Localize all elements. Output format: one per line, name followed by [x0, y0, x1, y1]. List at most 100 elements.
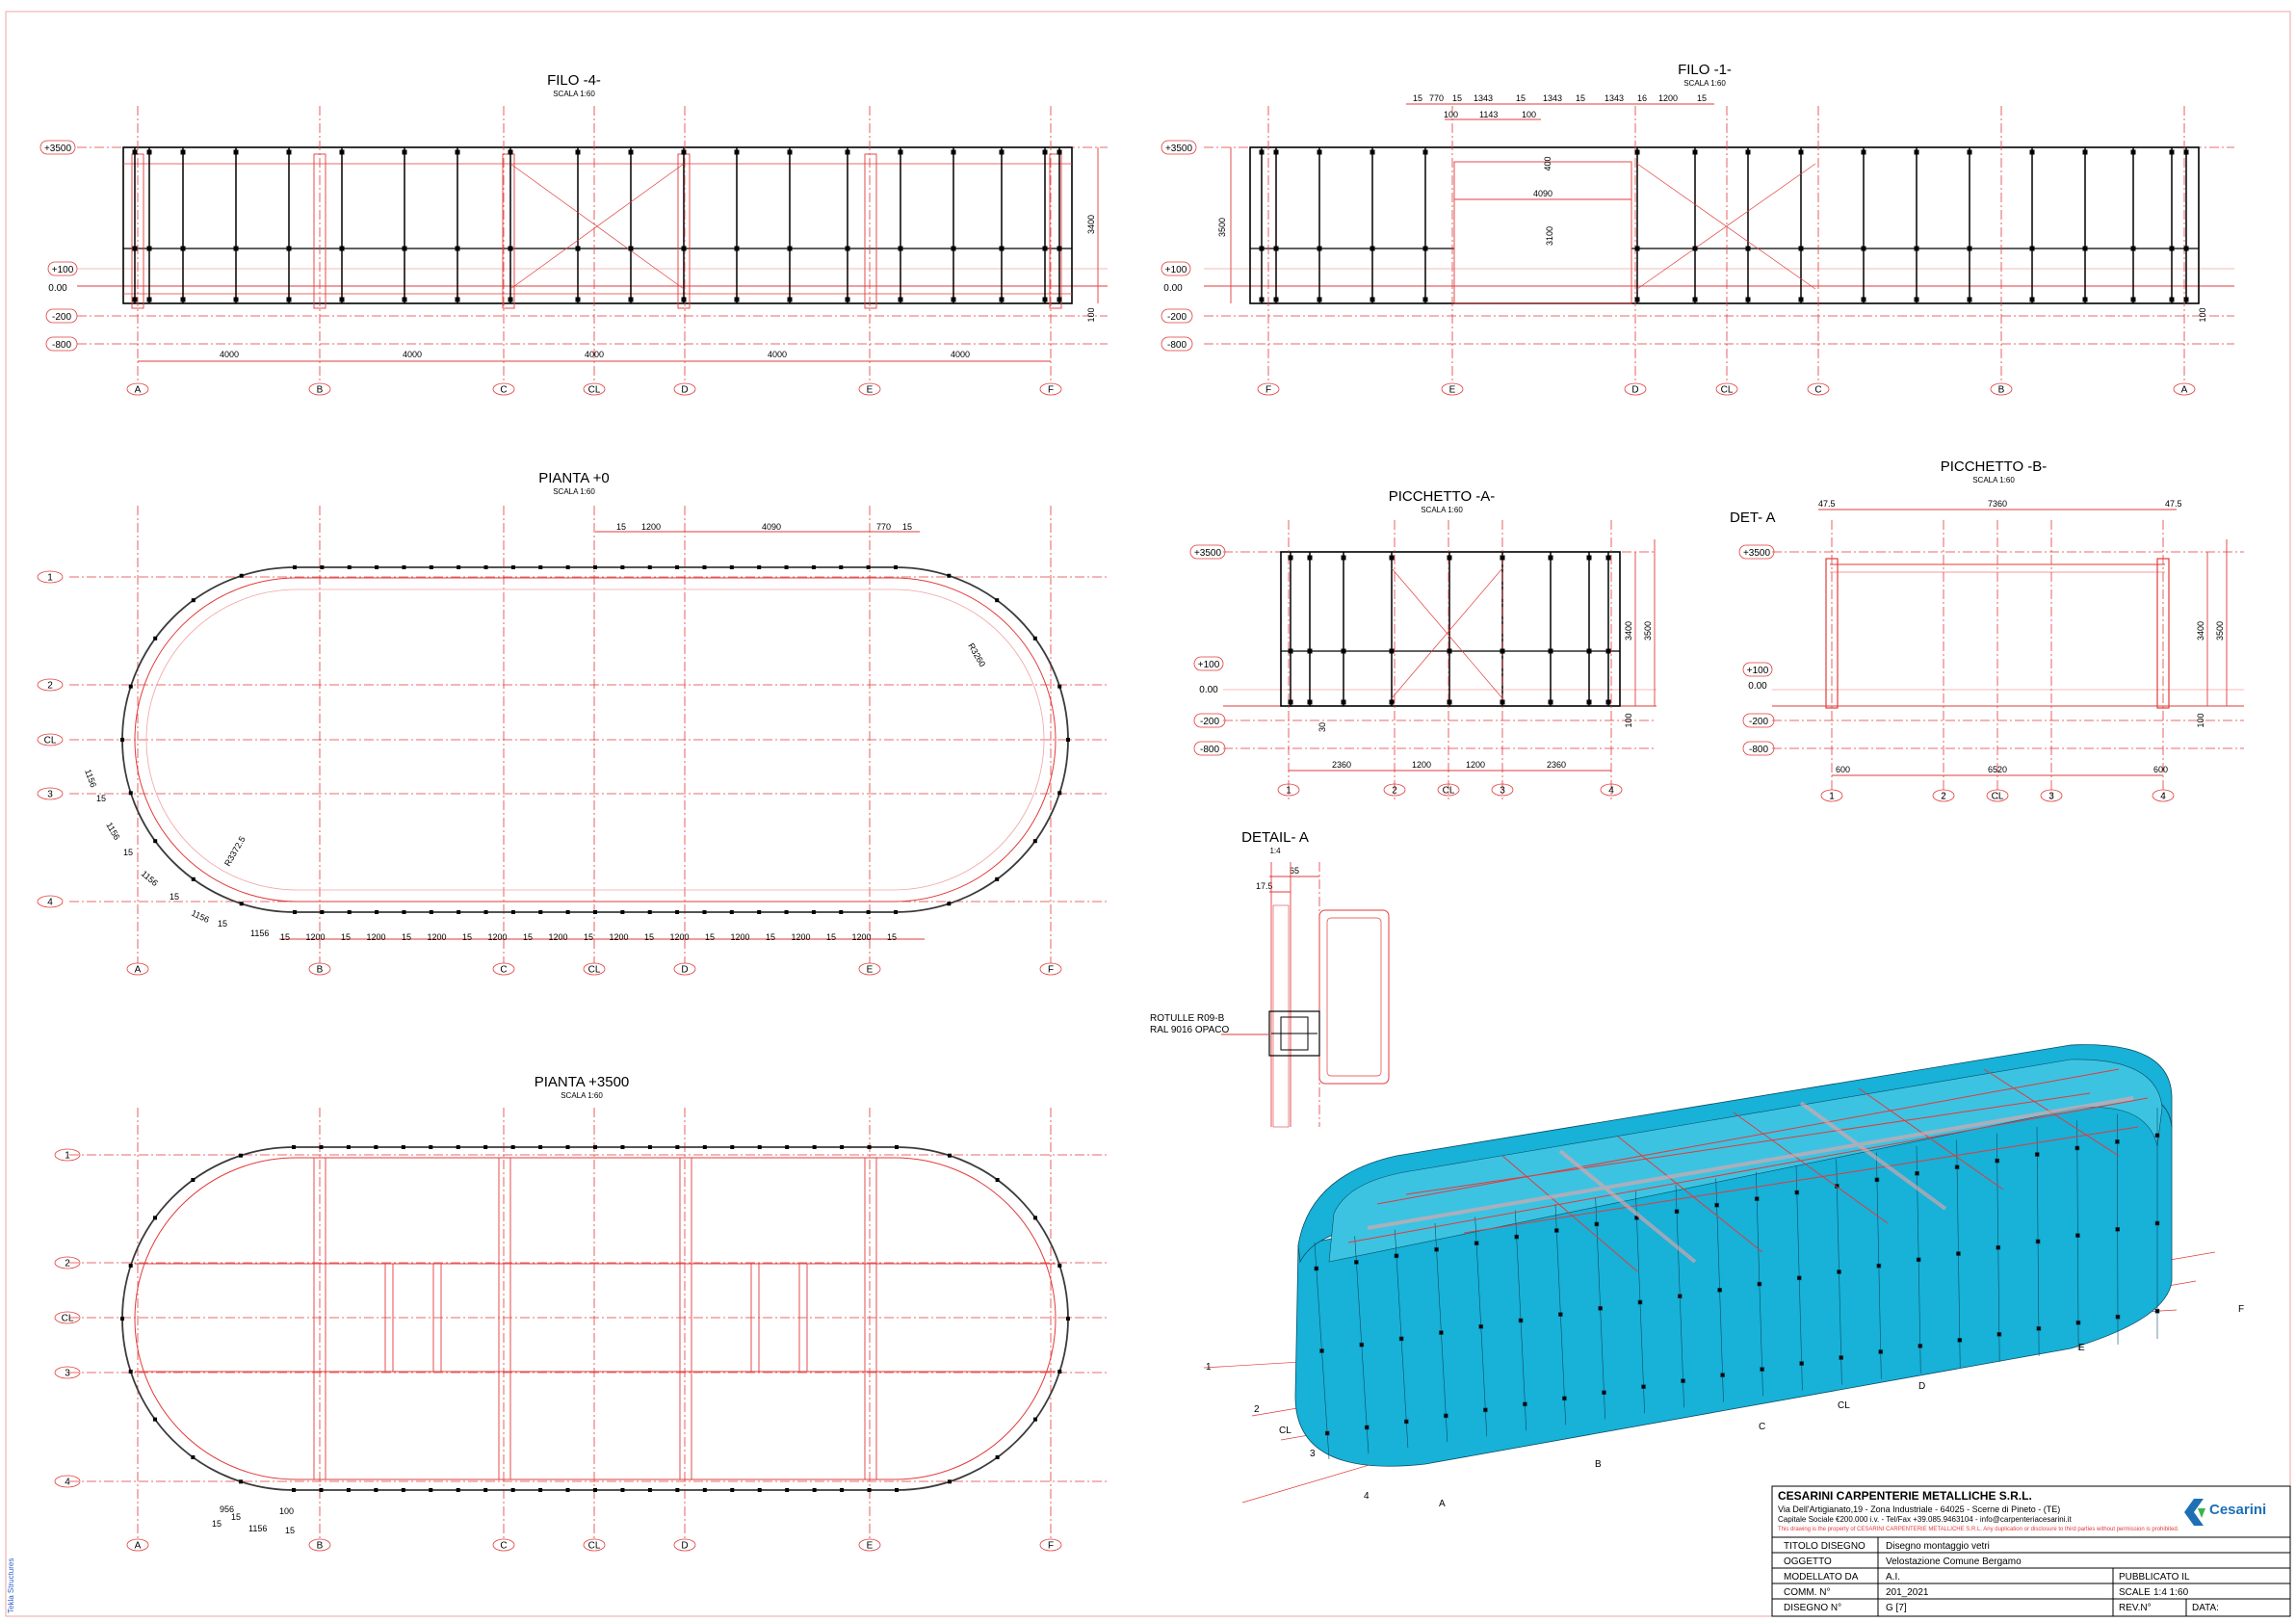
- glass-bolt: [1514, 1234, 1520, 1240]
- plan-bolt: [620, 1488, 625, 1492]
- plan-bolt: [346, 1488, 351, 1492]
- plan-bolt: [730, 1488, 735, 1492]
- det-a-label: DET- A: [1730, 510, 1776, 526]
- plan-bolt: [565, 565, 570, 569]
- svg-text:A: A: [135, 385, 142, 396]
- plan-bolt: [320, 910, 325, 914]
- plan-bolt: [1032, 839, 1037, 844]
- svg-text:D: D: [681, 385, 688, 396]
- svg-text:2: 2: [1941, 792, 1946, 802]
- bolt: [999, 297, 1004, 302]
- dimension: 1156: [250, 929, 269, 938]
- level-tag: -200: [1167, 312, 1187, 323]
- bolt: [951, 246, 956, 251]
- gridline-bubble: B: [308, 962, 331, 976]
- dimension: 770: [876, 522, 891, 532]
- bolt: [508, 297, 513, 302]
- bolt: [951, 149, 956, 155]
- bolt: [1586, 648, 1592, 654]
- dimension: 1200: [1466, 760, 1485, 770]
- gridline-bubble: C: [1807, 382, 1830, 396]
- bolt: [898, 297, 903, 302]
- svg-text:B: B: [1998, 385, 2005, 396]
- company-name: CESARINI CARPENTERIE METALLICHE S.R.L.: [1778, 1489, 2032, 1503]
- dimension: 600: [2153, 765, 2168, 774]
- glass-bolt: [1562, 1396, 1567, 1401]
- svg-text:CL: CL: [1992, 792, 2004, 802]
- pianta0-scale: SCALA 1:60: [553, 487, 595, 496]
- dimension: 1200: [548, 932, 567, 942]
- plan-bolt: [702, 1145, 707, 1149]
- view-picchetto-b: PICCHETTO -B- SCALA 1:60 DET- A +3500 +1…: [1730, 458, 2244, 799]
- bolt: [1259, 297, 1265, 302]
- dimension: 1143: [1479, 110, 1498, 119]
- gridline-bubble: F: [1257, 382, 1280, 396]
- picchettoA-frame: [1280, 551, 1621, 707]
- bolt: [1389, 699, 1395, 705]
- bolt: [1341, 555, 1346, 561]
- row-bubble: 3: [54, 1366, 81, 1379]
- plan-bolt: [812, 1145, 817, 1149]
- glass-bolt: [1553, 1228, 1559, 1233]
- tb-label: TITOLO DISEGNO: [1784, 1541, 1866, 1552]
- tb-label: DISEGNO N°: [1784, 1603, 1841, 1613]
- plan-bolt: [757, 565, 762, 569]
- gridline-bubble: E: [858, 1538, 881, 1552]
- glass-bolt: [1598, 1306, 1603, 1311]
- svg-text:D: D: [1631, 385, 1638, 396]
- dimension: 1156: [190, 908, 211, 925]
- dimension: 15: [462, 932, 472, 942]
- dimension: 3500: [1643, 621, 1653, 641]
- iso-label: 3: [1310, 1449, 1316, 1459]
- bolt: [1307, 648, 1313, 654]
- plan-bolt: [1057, 791, 1062, 796]
- dimension: 100: [1086, 307, 1096, 322]
- svg-text:4: 4: [1608, 786, 1614, 797]
- gridline-bubble: C: [492, 382, 515, 396]
- dimension: 15: [1413, 93, 1422, 103]
- filo1-frame: [1249, 146, 2200, 304]
- view-isometric: 1 2 CL 3 4 A B C CL D E F: [1203, 1044, 2244, 1509]
- dimension: 1200: [487, 932, 507, 942]
- plan-bolt: [191, 598, 196, 603]
- plan-bolt: [293, 910, 297, 914]
- bolt: [402, 149, 407, 155]
- svg-text:2: 2: [65, 1259, 70, 1269]
- plan-bolt: [647, 565, 652, 569]
- view-pianta-3500: PIANTA +3500 SCALA 1:60 956 100 15 15 11…: [69, 1074, 1108, 1541]
- bolt: [1798, 246, 1804, 251]
- plan-bolt: [620, 910, 625, 914]
- plan-bolt: [538, 1488, 543, 1492]
- picchettoB-scale: SCALA 1:60: [1972, 476, 2015, 484]
- plan-bolt: [675, 1488, 680, 1492]
- bolt: [2029, 297, 2035, 302]
- bolt: [1861, 246, 1866, 251]
- bolt: [1634, 246, 1640, 251]
- level-tag: -800: [1749, 745, 1768, 755]
- dimension: 3400: [1624, 621, 1633, 641]
- svg-text:E: E: [867, 965, 874, 976]
- bolt: [2169, 246, 2175, 251]
- bolt: [1605, 648, 1611, 654]
- row-bubble: 1: [37, 570, 64, 584]
- plan-bolt: [757, 910, 762, 914]
- bolt: [180, 246, 186, 251]
- dimension: 3100: [1545, 226, 1554, 246]
- iso-label: D: [1918, 1381, 1925, 1392]
- dimension: 400: [1543, 156, 1552, 170]
- plan-bolt: [375, 565, 379, 569]
- bolt: [1861, 149, 1866, 155]
- bolt: [2029, 149, 2035, 155]
- glass-bolt: [1637, 1299, 1643, 1305]
- iso-label: B: [1595, 1459, 1602, 1470]
- plan-bolt: [1057, 684, 1062, 689]
- iso-label: C: [1759, 1422, 1765, 1432]
- row-bubble: CL: [54, 1311, 81, 1324]
- bolt: [1914, 246, 1919, 251]
- level-tag: 0.00: [1163, 283, 1183, 294]
- svg-text:1: 1: [65, 1151, 70, 1162]
- glass-bolt: [2075, 1320, 2081, 1325]
- glass-bolt: [1444, 1413, 1448, 1419]
- gridline-bubble: A: [126, 382, 149, 396]
- bolt: [1447, 699, 1452, 705]
